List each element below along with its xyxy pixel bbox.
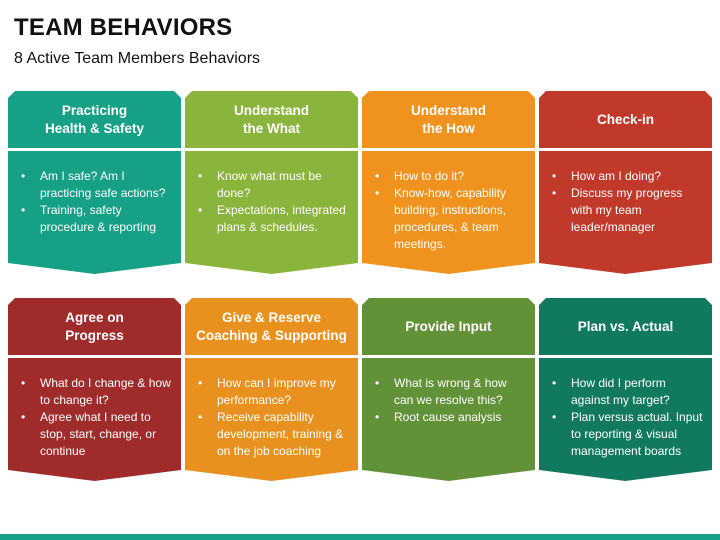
card-bullet: Expectations, integrated plans & schedul… bbox=[193, 202, 350, 236]
card-bullet: How to do it? bbox=[370, 168, 527, 185]
card-bullet: How am I doing? bbox=[547, 168, 704, 185]
card-bullet: Know what must be done? bbox=[193, 168, 350, 202]
card-header: Agree on Progress bbox=[8, 298, 181, 355]
page-subtitle: 8 Active Team Members Behaviors bbox=[14, 50, 261, 67]
card-title: Agree on Progress bbox=[65, 309, 124, 343]
card-bullet: Training, safety procedure & reporting bbox=[16, 202, 173, 236]
card-bullet: Am I safe? Am I practicing safe actions? bbox=[16, 168, 173, 202]
card-header: Check-in bbox=[539, 91, 712, 148]
card-body: What is wrong & how can we resolve this?… bbox=[362, 358, 535, 481]
page-title: TEAM BEHAVIORS bbox=[14, 14, 233, 41]
card-bullet: Root cause analysis bbox=[370, 409, 527, 426]
card-header: Give & Reserve Coaching & Supporting bbox=[185, 298, 358, 355]
card-header: Understand the What bbox=[185, 91, 358, 148]
card-header: Plan vs. Actual bbox=[539, 298, 712, 355]
card-bullet: What is wrong & how can we resolve this? bbox=[370, 375, 527, 409]
card-bullet: Plan versus actual. Input to reporting &… bbox=[547, 409, 704, 460]
card-title: Practicing Health & Safety bbox=[44, 102, 145, 136]
card-bullet: Discuss my progress with my team leader/… bbox=[547, 185, 704, 236]
card-bullet: What do I change & how to change it? bbox=[16, 375, 173, 409]
card-body: What do I change & how to change it? Agr… bbox=[8, 358, 181, 481]
card-title: Give & Reserve Coaching & Supporting bbox=[196, 309, 347, 343]
card-title: Plan vs. Actual bbox=[577, 318, 674, 334]
card-bullet: Receive capability development, training… bbox=[193, 409, 350, 460]
card-body: How am I doing? Discuss my progress with… bbox=[539, 151, 712, 274]
card-body: How to do it? Know-how, capability build… bbox=[362, 151, 535, 274]
card-body: Know what must be done? Expectations, in… bbox=[185, 151, 358, 274]
card-body: How can I improve my performance? Receiv… bbox=[185, 358, 358, 481]
card-bullet: Know-how, capability building, instructi… bbox=[370, 185, 527, 253]
card-bullet: How can I improve my performance? bbox=[193, 375, 350, 409]
card-title: Check-in bbox=[596, 111, 654, 127]
card-header: Practicing Health & Safety bbox=[8, 91, 181, 148]
card-header: Understand the How bbox=[362, 91, 535, 148]
card-bullet: Agree what I need to stop, start, change… bbox=[16, 409, 173, 460]
card-body: Am I safe? Am I practicing safe actions?… bbox=[8, 151, 181, 274]
card-title: Understand the What bbox=[233, 102, 309, 136]
card-title: Understand the How bbox=[410, 102, 486, 136]
card-body: How did I perform against my target? Pla… bbox=[539, 358, 712, 481]
bottom-accent-bar bbox=[0, 534, 720, 540]
card-title: Provide Input bbox=[405, 318, 492, 334]
card-header: Provide Input bbox=[362, 298, 535, 355]
card-bullet: How did I perform against my target? bbox=[547, 375, 704, 409]
